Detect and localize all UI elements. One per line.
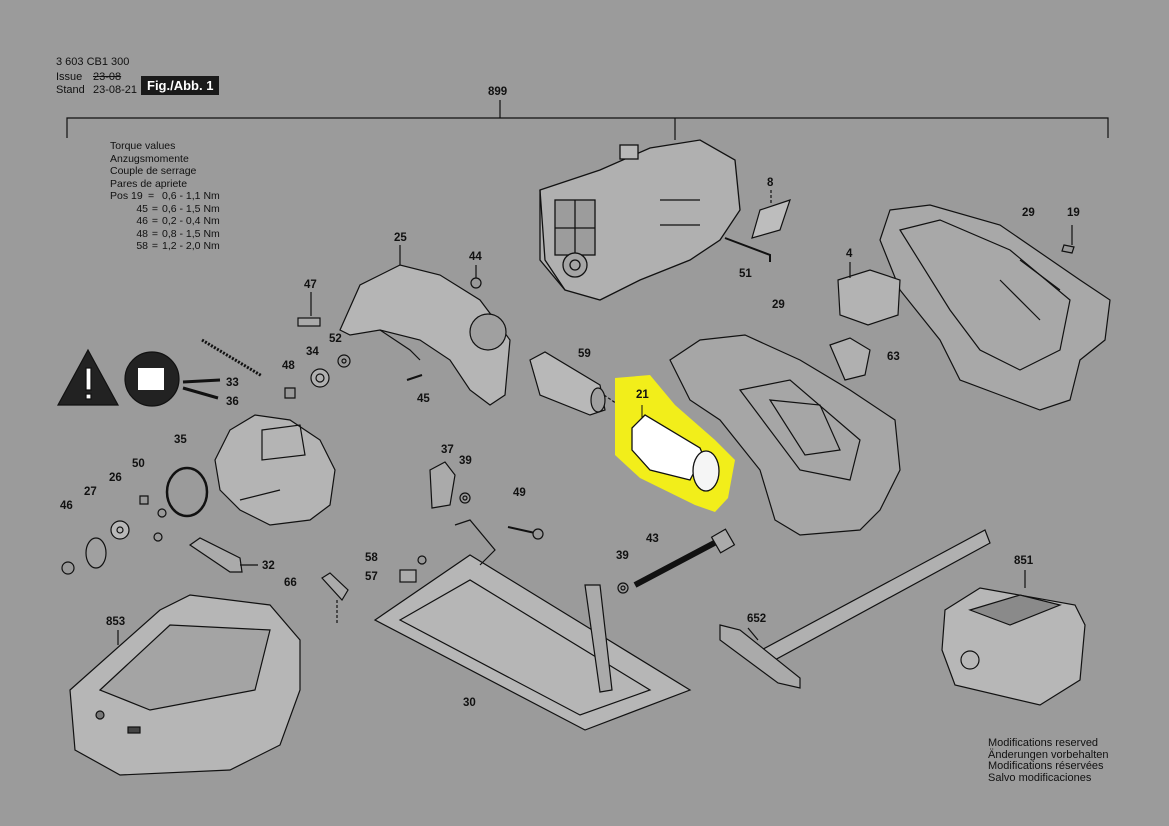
housing-left-half [669,334,901,536]
callout-59: 59 [578,348,591,360]
motor-assembly [539,139,741,301]
callout-46: 46 [60,500,73,512]
callout-36: 36 [226,396,239,408]
callout-39-upper: 39 [459,455,472,467]
callout-19: 19 [1067,207,1080,219]
part-63-lever [829,337,871,381]
torque-row: 58=1,2 - 2,0 Nm [136,240,220,252]
callout-35: 35 [174,434,187,446]
callout-34: 34 [306,346,319,358]
torque-row: 46=0,2 - 0,4 Nm [136,215,220,227]
callout-37: 37 [441,444,454,456]
part-47-pin [297,317,321,327]
torque-row: 45=0,6 - 1,5 Nm [136,202,220,215]
charger [69,594,301,776]
screw-19 [1061,244,1075,254]
callout-39-lower: 39 [616,550,629,562]
callout-21: 21 [636,389,649,401]
modifications-de: Änderungen vorbehalten [988,748,1109,761]
callout-29-left: 29 [772,299,785,311]
battery-pack [941,587,1086,706]
base-plate [373,519,692,731]
callout-52: 52 [329,333,342,345]
modifications-note: Modifications reserved Änderungen vorbeh… [988,737,1109,784]
callout-49: 49 [513,487,526,499]
torque-row: Pos 19=0,6 - 1,1 Nm [110,190,220,202]
callout-48: 48 [282,360,295,372]
callout-26: 26 [109,472,122,484]
torque-title-en: Torque values [110,140,176,152]
callout-43: 43 [646,533,659,545]
part-59-dust-adapter [529,351,606,416]
callout-33: 33 [226,377,239,389]
issue-value: 23-08 [93,71,122,83]
callout-63: 63 [887,351,900,363]
torque-title-es: Pares de apriete [110,177,188,190]
callout-4: 4 [846,248,853,260]
callout-66: 66 [284,577,297,589]
part-33-spring [201,338,263,378]
callout-44: 44 [469,251,482,263]
callout-47: 47 [304,279,317,291]
highlighted-part-21 [615,375,735,512]
callout-58: 58 [365,552,378,564]
callout-27: 27 [84,486,97,498]
stand-label: Stand [56,84,85,96]
part-35-ring [165,466,209,518]
callout-45: 45 [417,393,430,405]
callout-8: 8 [767,177,774,189]
torque-title-fr: Couple de serrage [110,165,197,177]
lower-blade-guard [214,414,336,526]
figure-label: Fig./Abb. 1 [141,76,220,95]
callout-30: 30 [463,697,476,709]
housing-right-half [879,204,1111,411]
part-32-lever [188,537,243,573]
callout-57: 57 [365,571,378,583]
callout-25: 25 [394,232,407,244]
callout-50: 50 [132,458,145,470]
rip-fence [719,529,991,689]
torque-row: 48=0,8 - 1,5 Nm [136,227,220,240]
part-8-plate [751,199,791,239]
document-number: 3 603 CB1 300 [56,56,130,68]
stand-value: 23-08-21 [93,84,138,96]
callout-853: 853 [106,616,126,628]
part-27-flange [85,537,107,569]
callout-652: 652 [747,613,767,625]
assembly-bracket [66,117,1109,138]
callout-29-right: 29 [1022,207,1035,219]
part-51-hex-key [724,237,771,262]
part-4-switch [837,269,901,326]
upper-blade-guard [339,264,511,406]
issue-label: Issue [56,71,83,83]
part-43-bolt [633,537,722,588]
modifications-fr: Modifications réservées [988,760,1104,772]
torque-title-de: Anzugsmomente [110,152,189,165]
callout-32: 32 [262,560,275,572]
part-37-knob [429,461,456,509]
callout-851: 851 [1014,555,1034,567]
modifications-es: Salvo modificaciones [988,771,1092,784]
callout-51: 51 [739,268,752,280]
callout-899: 899 [488,86,508,98]
modifications-en: Modifications reserved [988,737,1099,749]
torque-table: Torque values Anzugsmomente Couple de se… [110,140,220,253]
